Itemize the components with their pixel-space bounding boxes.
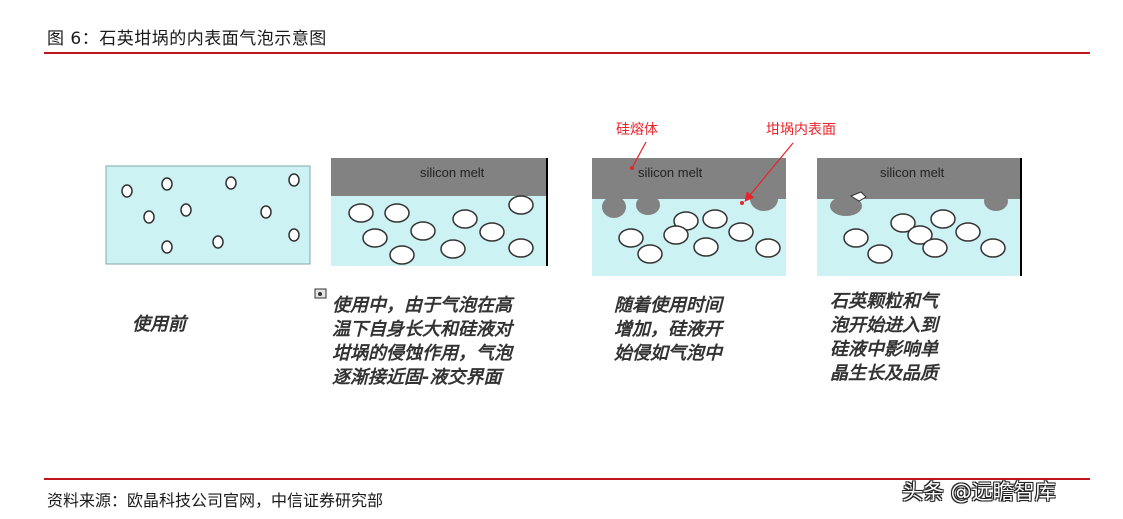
melt-intrusions-4 bbox=[830, 191, 1008, 216]
watermark: 头条 @远瞻智库 bbox=[902, 480, 1056, 504]
silicon-melt-layer-4 bbox=[817, 158, 1021, 199]
panel-before-use bbox=[105, 165, 311, 265]
melt-label-4: silicon melt bbox=[880, 165, 945, 180]
figure-title: 图 6：石英坩埚的内表面气泡示意图 bbox=[47, 29, 327, 49]
source-note: 资料来源：欧晶科技公司官网，中信证券研究部 bbox=[47, 491, 384, 510]
bubbles-3 bbox=[618, 209, 781, 264]
bottom-divider bbox=[44, 478, 1090, 480]
crucible-liquid-1 bbox=[105, 165, 311, 265]
bubbles-2 bbox=[348, 195, 534, 265]
silicon-melt-layer-2 bbox=[331, 158, 547, 196]
caption-erosion: 随着使用时间 增加，硅液开 始侵如气泡中 bbox=[614, 295, 722, 364]
melt-intrusions-3 bbox=[602, 187, 778, 218]
panel-erosion bbox=[592, 141, 794, 276]
panel-during-use bbox=[331, 158, 548, 266]
caption-particles-enter: 石英颗粒和气 泡开始进入到 硅液中影响单 晶生长及品质 bbox=[830, 291, 938, 384]
bubbles-1 bbox=[121, 173, 300, 254]
top-divider bbox=[44, 52, 1090, 54]
bubbles-4 bbox=[843, 209, 1006, 264]
caption-during-use: 使用中，由于气泡在高 温下自身长大和硅液对 坩埚的侵蚀作用，气泡 逐渐接近固-液… bbox=[332, 295, 512, 388]
panel-particles-enter bbox=[817, 158, 1022, 276]
annotation-melt-body: 硅熔体 bbox=[616, 122, 658, 138]
caption-before-use: 使用前 bbox=[132, 314, 186, 335]
bubble-diagram: silicon melt silicon melt 硅熔体 坩埚内表面 bbox=[105, 122, 1022, 299]
annotation-inner-surface: 坩埚内表面 bbox=[766, 122, 836, 138]
note-marker-icon bbox=[314, 288, 327, 299]
quartz-particle bbox=[849, 191, 867, 202]
melt-label-3: silicon melt bbox=[638, 165, 703, 180]
melt-label-2: silicon melt bbox=[420, 165, 485, 180]
